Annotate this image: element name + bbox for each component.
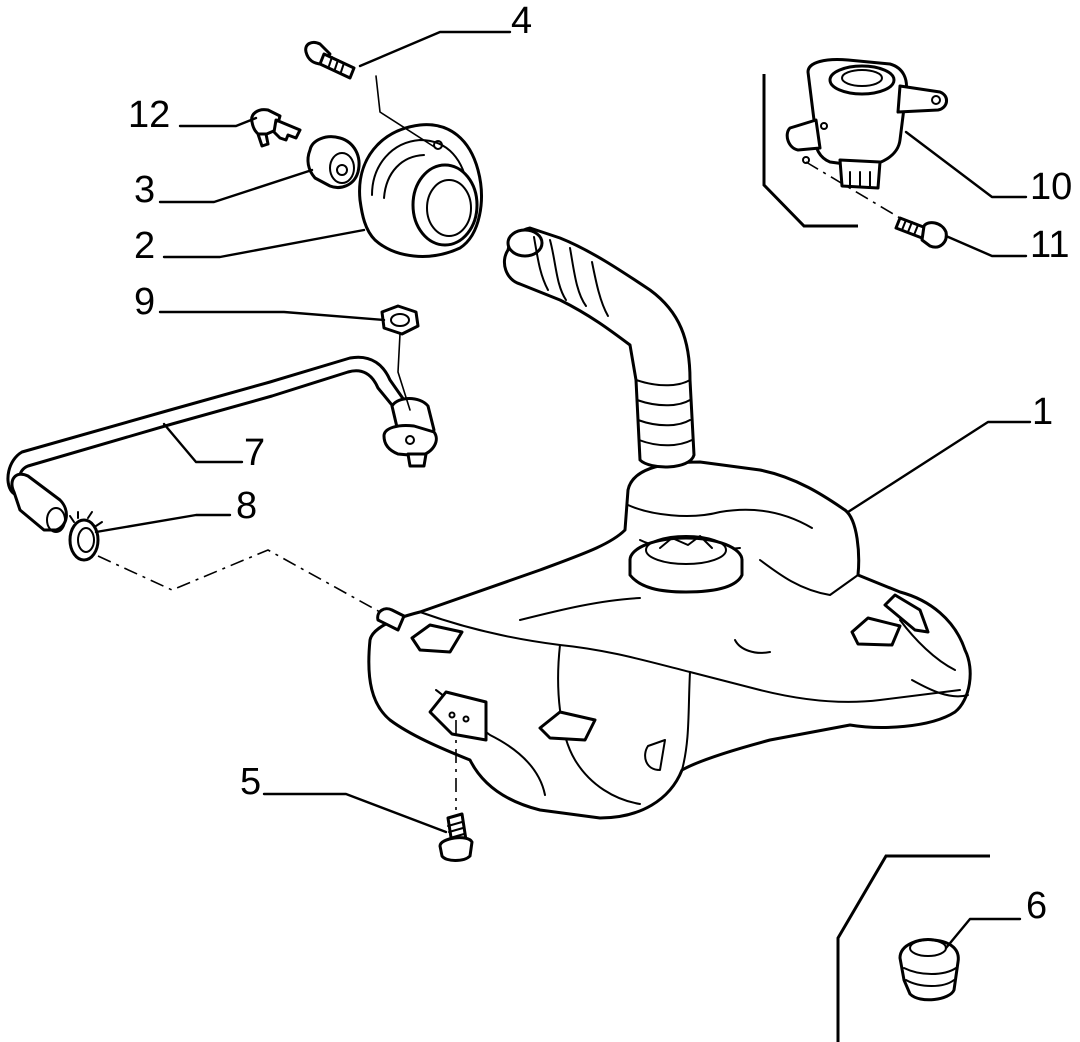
- callout-4: 4: [511, 0, 533, 42]
- callout-7: 7: [244, 432, 266, 474]
- callout-2: 2: [134, 225, 156, 267]
- callout-6: 6: [1026, 885, 1048, 927]
- screw-11: [894, 216, 948, 249]
- callout-10: 10: [1030, 166, 1073, 208]
- callout-8: 8: [236, 485, 258, 527]
- nut: [380, 304, 420, 336]
- inset-frame-valve: [762, 74, 858, 228]
- filler-housing: [358, 123, 483, 258]
- inset-frame-plug: [836, 854, 990, 1042]
- hose-clamp: [68, 511, 103, 562]
- vent-pipe: [6, 355, 438, 533]
- plug: [898, 938, 960, 1002]
- callout-12: 12: [128, 94, 171, 136]
- callout-3: 3: [134, 169, 156, 211]
- callout-9: 9: [134, 281, 156, 323]
- key: [250, 108, 302, 148]
- filler-neck: [503, 226, 696, 469]
- rubber-grommet: [306, 135, 361, 189]
- screw-5: [438, 812, 474, 862]
- fuel-tank: [367, 460, 972, 820]
- screw-4: [304, 40, 356, 80]
- leader-lines: [94, 30, 1032, 950]
- callout-11: 11: [1030, 224, 1070, 266]
- callout-1: 1: [1032, 391, 1054, 433]
- vent-valve: [785, 58, 948, 190]
- callout-5: 5: [240, 761, 262, 803]
